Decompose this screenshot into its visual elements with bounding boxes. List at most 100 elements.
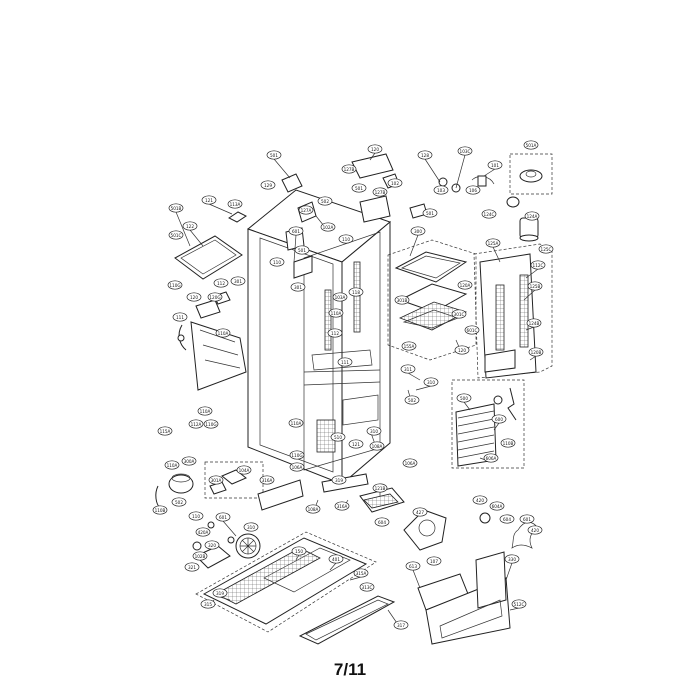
part-label: 120 bbox=[367, 144, 383, 154]
part-label: 330 bbox=[504, 554, 520, 564]
part-label: 600 bbox=[491, 414, 507, 424]
part-label: 111 bbox=[337, 357, 353, 367]
part-label: 401 bbox=[328, 554, 344, 564]
svg-text:310: 310 bbox=[370, 429, 378, 434]
part-label: 106 bbox=[465, 185, 481, 195]
part-label: 120 bbox=[186, 292, 202, 302]
part-label: 315A bbox=[353, 568, 369, 578]
svg-text:120B: 120B bbox=[531, 350, 542, 355]
svg-text:128: 128 bbox=[421, 153, 429, 158]
part-label: 501 bbox=[351, 183, 367, 193]
part-label: 121B bbox=[372, 483, 388, 493]
svg-text:500: 500 bbox=[460, 396, 468, 401]
part-label: 316A bbox=[259, 475, 275, 485]
svg-text:110: 110 bbox=[192, 514, 200, 519]
part-label: 110 bbox=[338, 234, 354, 244]
svg-text:115A: 115A bbox=[160, 429, 171, 434]
part-label: 106A bbox=[402, 458, 418, 468]
svg-text:319: 319 bbox=[335, 478, 343, 483]
part-label: 502 bbox=[317, 196, 333, 206]
part-label: 155A bbox=[401, 341, 417, 351]
part-label: 613 bbox=[405, 561, 421, 571]
part-label: 127B bbox=[372, 187, 388, 197]
svg-text:120G: 120G bbox=[209, 295, 220, 300]
svg-text:601C: 601C bbox=[467, 328, 478, 333]
part-label: 604A bbox=[489, 501, 505, 511]
part-label: 112C bbox=[530, 260, 546, 270]
part-label: 127A bbox=[298, 205, 314, 215]
svg-text:601: 601 bbox=[523, 517, 531, 522]
svg-text:113A: 113A bbox=[230, 202, 241, 207]
part-label: 125B bbox=[527, 281, 543, 291]
part-label: 110A bbox=[288, 418, 304, 428]
svg-text:121: 121 bbox=[352, 442, 360, 447]
svg-text:501B: 501B bbox=[171, 206, 182, 211]
part-label: 310 bbox=[366, 426, 382, 436]
part-label: 110G bbox=[167, 280, 183, 290]
svg-text:127B: 127B bbox=[375, 190, 386, 195]
svg-text:108A: 108A bbox=[372, 444, 383, 449]
svg-text:315: 315 bbox=[204, 602, 212, 607]
part-label: 601 bbox=[215, 512, 231, 522]
svg-text:111: 111 bbox=[341, 360, 349, 365]
svg-text:120: 120 bbox=[190, 295, 198, 300]
svg-text:502: 502 bbox=[408, 398, 416, 403]
svg-text:120: 120 bbox=[458, 348, 466, 353]
part-label: 110B bbox=[500, 438, 516, 448]
svg-text:155A: 155A bbox=[404, 344, 415, 349]
svg-text:502: 502 bbox=[321, 199, 329, 204]
part-label: 502 bbox=[171, 497, 187, 507]
svg-text:103A: 103A bbox=[335, 295, 346, 300]
svg-text:316A: 316A bbox=[262, 478, 273, 483]
part-label: 316A bbox=[334, 501, 350, 511]
part-label: 601 bbox=[288, 226, 304, 236]
part-label: 601 bbox=[519, 514, 535, 524]
svg-text:601: 601 bbox=[219, 515, 227, 520]
svg-text:122: 122 bbox=[186, 224, 194, 229]
svg-text:106: 106 bbox=[469, 188, 477, 193]
svg-text:401: 401 bbox=[332, 557, 340, 562]
refrigerator-cabinet bbox=[246, 189, 392, 486]
svg-text:316A: 316A bbox=[337, 504, 348, 509]
svg-text:110B: 110B bbox=[155, 508, 166, 513]
svg-text:604A: 604A bbox=[492, 504, 503, 509]
svg-text:601: 601 bbox=[292, 229, 300, 234]
svg-text:317: 317 bbox=[397, 623, 405, 628]
part-label: 501C bbox=[168, 230, 184, 240]
part-label: 115A bbox=[157, 426, 173, 436]
svg-text:110: 110 bbox=[342, 237, 350, 242]
part-label: 501A bbox=[523, 140, 539, 150]
svg-text:300: 300 bbox=[414, 229, 422, 234]
part-label: 110G bbox=[289, 450, 305, 460]
svg-text:110B: 110B bbox=[503, 441, 514, 446]
svg-text:501A: 501A bbox=[526, 143, 537, 148]
svg-text:106A: 106A bbox=[292, 465, 303, 470]
part-label: 122 bbox=[182, 221, 198, 231]
svg-text:310: 310 bbox=[427, 380, 435, 385]
svg-text:112: 112 bbox=[217, 281, 225, 286]
svg-text:102B: 102B bbox=[195, 554, 206, 559]
part-label: 501 bbox=[294, 245, 310, 255]
part-label: 315 bbox=[200, 599, 216, 609]
part-label: 321 bbox=[184, 562, 200, 572]
part-label: 420 bbox=[472, 495, 488, 505]
svg-text:150: 150 bbox=[295, 549, 303, 554]
part-label: 120A bbox=[457, 280, 473, 290]
svg-text:420: 420 bbox=[531, 528, 539, 533]
part-label: 510 bbox=[330, 432, 346, 442]
part-label: 127B bbox=[341, 164, 357, 174]
svg-text:110A: 110A bbox=[167, 463, 178, 468]
part-label: 501B bbox=[168, 203, 184, 213]
part-label: 427 bbox=[412, 507, 428, 517]
svg-text:125C: 125C bbox=[541, 247, 552, 252]
svg-text:600: 600 bbox=[495, 417, 503, 422]
part-label: 319 bbox=[331, 475, 347, 485]
part-label: 301 bbox=[290, 282, 306, 292]
part-label: 110A bbox=[164, 460, 180, 470]
svg-text:110G: 110G bbox=[291, 453, 302, 458]
part-label: 101 bbox=[487, 160, 503, 170]
part-label: 102 bbox=[387, 178, 403, 188]
part-label: 112A bbox=[188, 419, 204, 429]
